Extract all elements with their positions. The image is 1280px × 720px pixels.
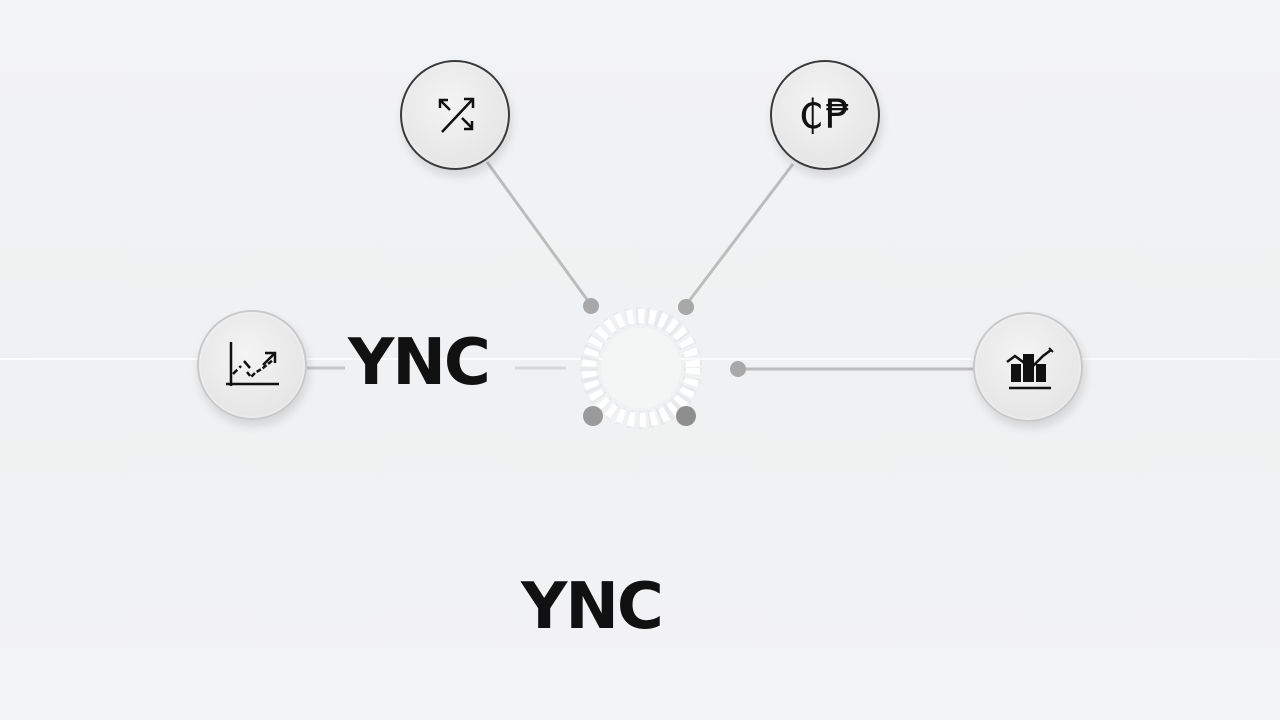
exchange-arrows-icon xyxy=(438,97,475,133)
hub-dot-top-left xyxy=(583,298,599,314)
label-middle: YNC xyxy=(348,326,491,400)
hub-dot-top-right xyxy=(678,299,694,315)
hub-dot-bottom-left xyxy=(583,406,603,426)
line-chart-trend-icon xyxy=(226,342,279,386)
hub-center xyxy=(570,300,720,440)
node-crypto[interactable]: ₵₱ xyxy=(770,60,880,170)
node-bar-chart[interactable] xyxy=(973,312,1083,422)
node-exchange[interactable] xyxy=(400,60,510,170)
bar-chart-trend-icon xyxy=(1006,347,1054,390)
hub-ring xyxy=(580,307,702,429)
hub-dot-bottom-right xyxy=(676,406,696,426)
crypto-currency-icon: ₵₱ xyxy=(798,92,852,138)
node-line-chart[interactable] xyxy=(197,310,307,420)
label-bottom: YNC xyxy=(521,570,664,644)
edge-top-right xyxy=(684,163,795,306)
edge-top-left xyxy=(485,161,593,306)
hub-dot-right xyxy=(730,361,746,377)
